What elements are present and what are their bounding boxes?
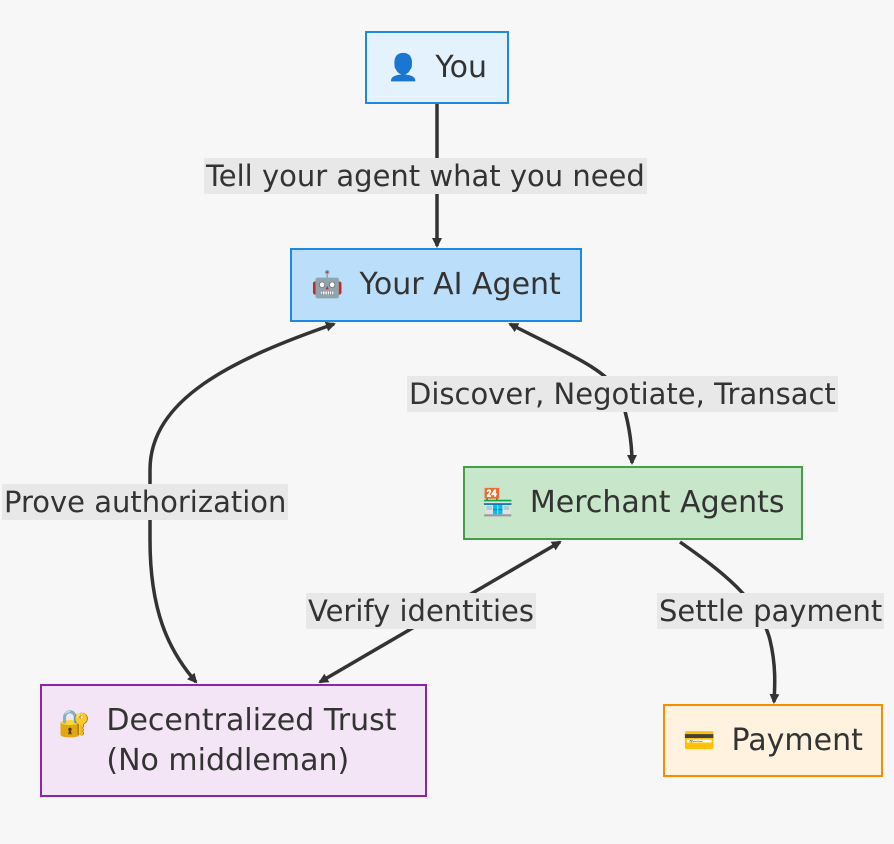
credit-card-icon: 💳 (683, 725, 716, 756)
edge-agent-trust (148, 321, 336, 684)
edge-label-settle: Settle payment (657, 593, 885, 629)
edge-label-verify: Verify identities (306, 593, 536, 629)
node-trust-sublabel: (No middleman) (106, 742, 350, 778)
edge-merchant-payment (678, 540, 780, 704)
store-icon: 🏪 (481, 488, 514, 518)
node-payment-label: Payment (731, 722, 863, 758)
node-merchant-agents: 🏪 Merchant Agents (463, 466, 803, 540)
node-ai-agent: 🤖 Your AI Agent (290, 248, 582, 322)
edge-label-prove: Prove authorization (2, 484, 289, 520)
node-decentralized-trust: 🔐 Decentralized Trust (No middleman) (40, 684, 427, 797)
node-trust-label: Decentralized Trust (106, 702, 397, 738)
node-merchant-agents-label: Merchant Agents (529, 485, 785, 520)
node-payment: 💳 Payment (663, 704, 883, 777)
node-ai-agent-label: Your AI Agent (359, 267, 561, 302)
edge-label-discover: Discover, Negotiate, Transact (407, 376, 838, 412)
node-you-label: You (435, 49, 488, 85)
person-icon: 👤 (386, 52, 420, 83)
node-you: 👤 You (365, 31, 509, 104)
lock-key-icon: 🔐 (58, 709, 91, 739)
robot-icon: 🤖 (311, 270, 344, 300)
edge-label-tell: Tell your agent what you need (204, 158, 647, 194)
